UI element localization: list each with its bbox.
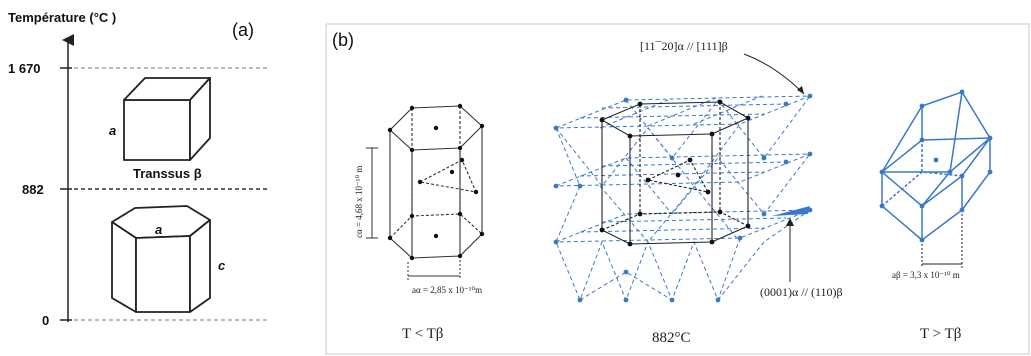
annotation-top-arrow [743,53,805,95]
caption-left: T < Tβ [402,326,443,342]
hex-edge-label-a: a [155,222,162,237]
panel-a-label: (a) [232,20,254,40]
caption-middle: 882°C [652,330,691,346]
tick-0: 0 [42,313,49,328]
panel-a: Température (°C ) (a) 1 670 882 0 Transs… [8,10,268,328]
panel-b-label: (b) [332,30,354,50]
tick-1670: 1 670 [8,61,41,76]
annotation-top: [11¯20]α // [111]β [640,39,728,53]
cube-icon [123,77,211,161]
caption-right: T > Tβ [920,326,961,342]
hcp-alpha-atoms [387,103,485,261]
a-beta-label: aβ = 3,3 x 10⁻¹⁰ m [892,270,960,280]
panel-a-axis-title: Température (°C ) [8,10,116,25]
panel-b-frame [325,23,1030,355]
panel-b: (b) [325,23,1030,355]
transus-label: Transsus β [133,166,202,181]
c-alpha-label: cα = 4,68 x 10⁻¹⁰ m [354,166,364,238]
hex-edge-label-c: c [218,258,226,273]
bcc-beta-atoms [879,89,993,243]
combined-lattice-atoms [553,93,813,303]
combined-lattice-black [600,101,750,245]
plane-wedge [772,206,810,216]
annotation-bottom: (0001)α // (110)β [760,285,843,299]
tick-882: 882 [22,182,44,197]
combined-lattice-blue [555,95,811,302]
a-alpha-label: aα = 2,85 x 10⁻¹⁰m [412,285,482,295]
bcc-beta-cell [879,91,993,242]
cube-edge-label: a [109,123,116,138]
hexagonal-prism-icon [111,205,211,313]
